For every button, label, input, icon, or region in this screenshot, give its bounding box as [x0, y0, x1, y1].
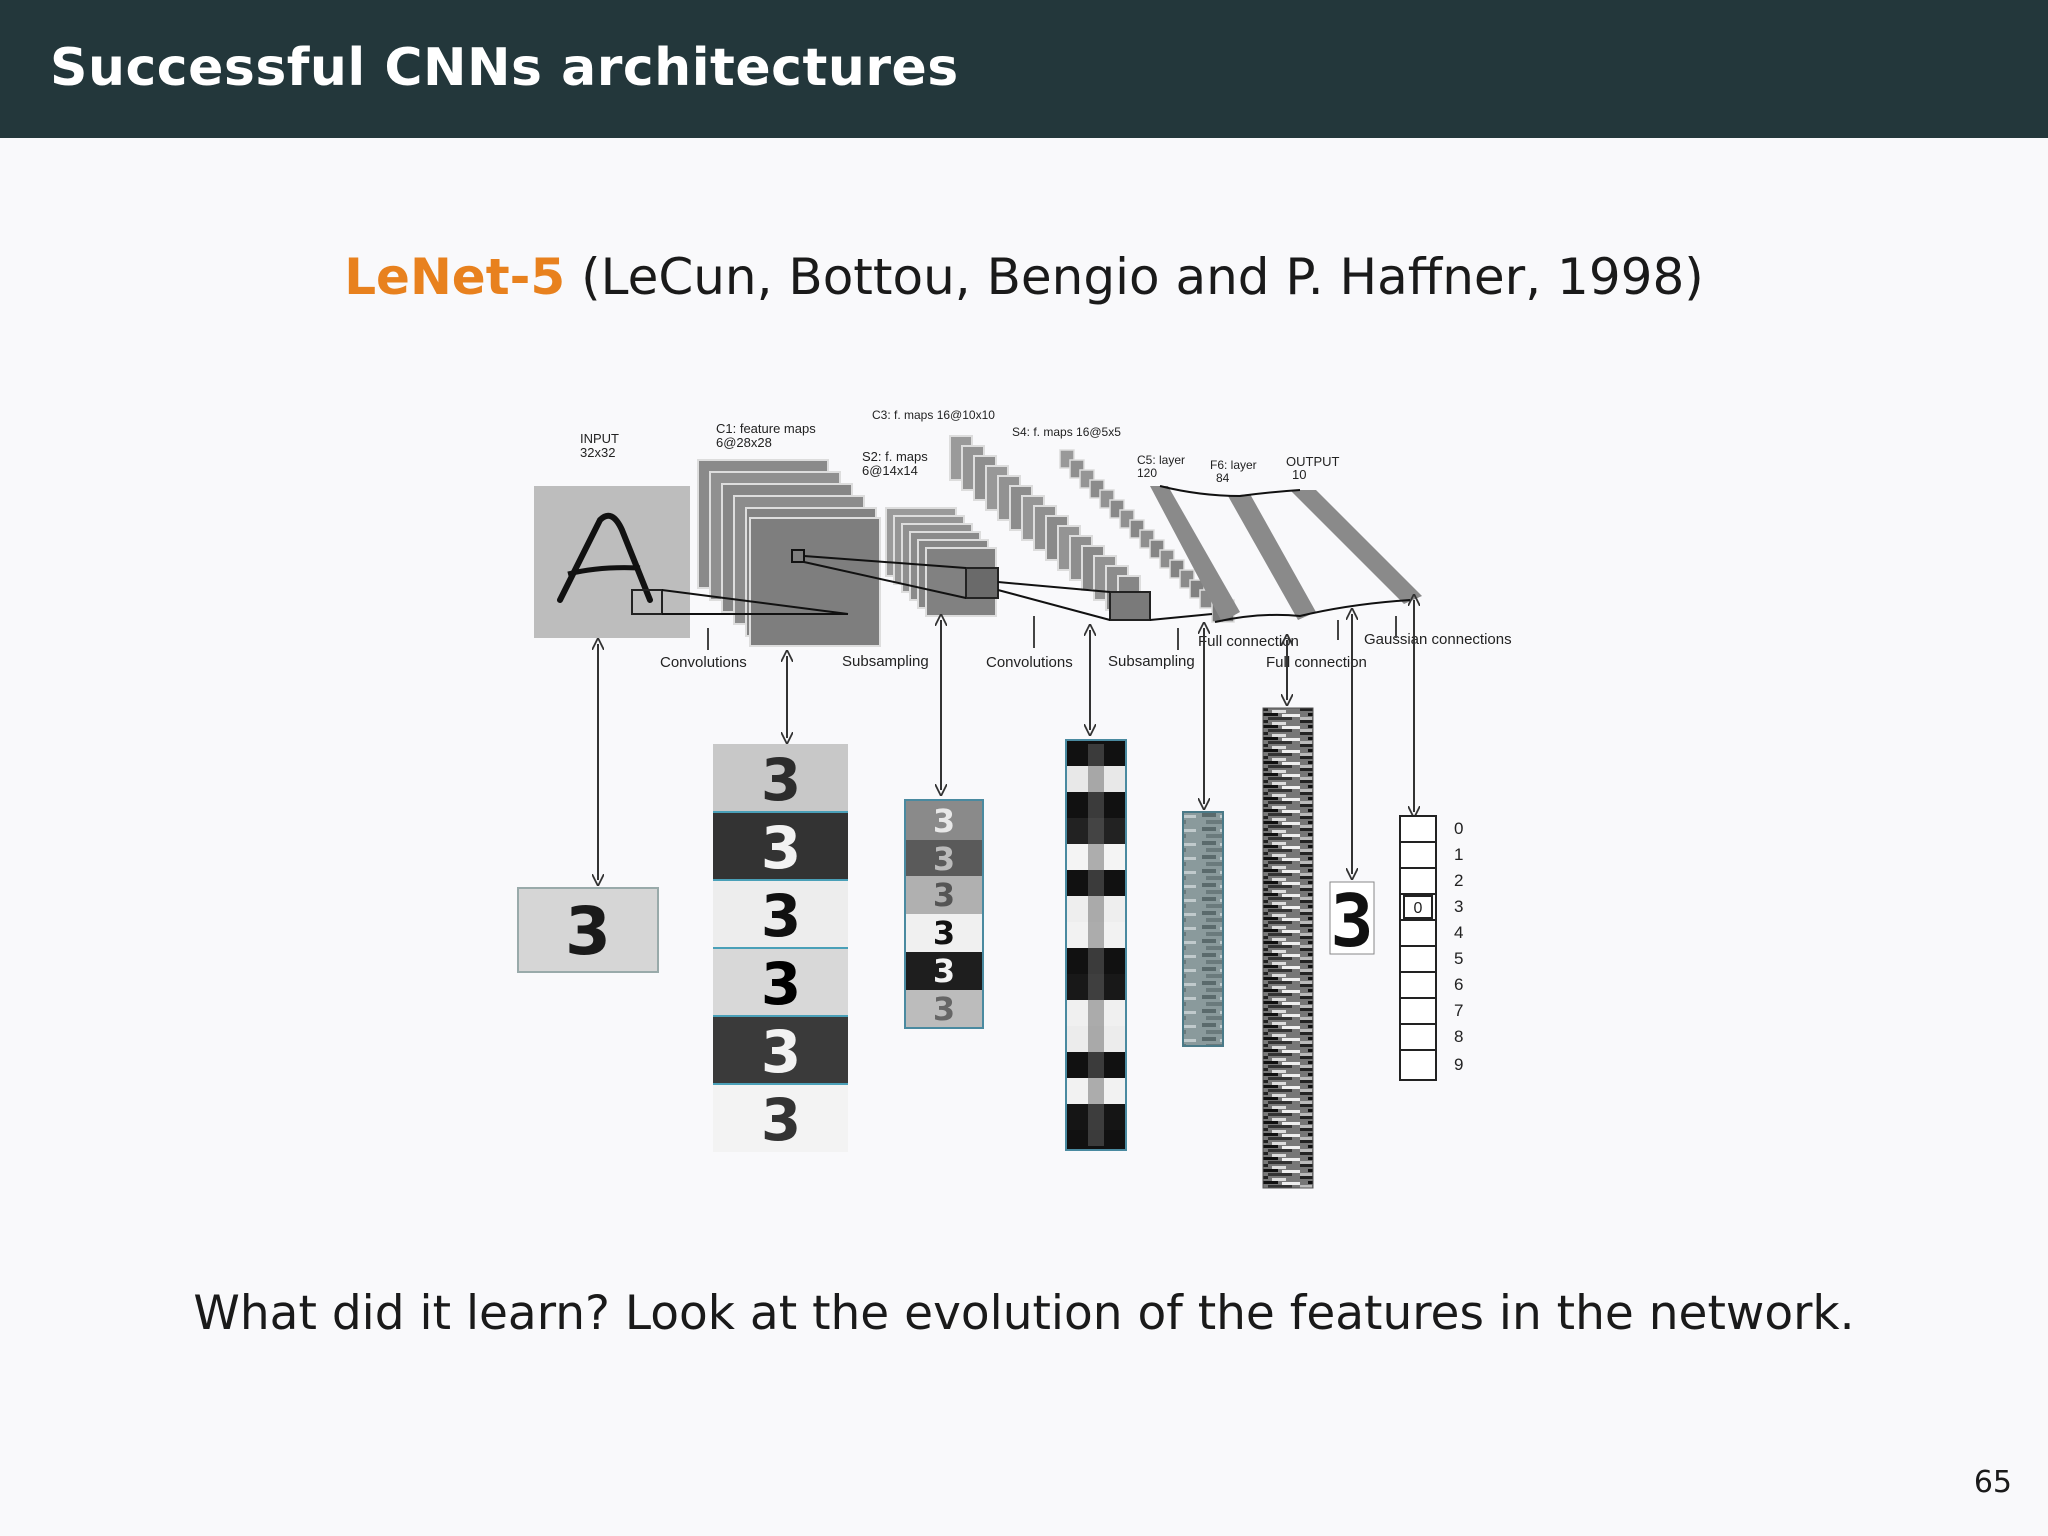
s2-activation-digit: 3 — [933, 802, 955, 840]
c5-label: C5: layer — [1137, 453, 1185, 467]
op-gaussian-connections: Gaussian connections — [1364, 631, 1512, 648]
c1-size-label: 6@28x28 — [716, 435, 772, 450]
subtitle: LeNet-5 (LeCun, Bottou, Bengio and P. Ha… — [0, 248, 2048, 306]
f6-output: 3 — [1329, 879, 1375, 963]
f6-size-label: 84 — [1216, 471, 1230, 485]
c3-label: C3: f. maps 16@10x10 — [872, 408, 995, 422]
c1-activation-digit: 3 — [761, 882, 801, 950]
output-digit-label: 8 — [1454, 1027, 1463, 1046]
page-number: 65 — [1973, 1465, 2012, 1500]
fully-connected-layers — [1150, 485, 1422, 623]
subtitle-highlight: LeNet-5 — [344, 248, 566, 306]
output-digit-label: 4 — [1454, 923, 1463, 942]
output-size-label: 10 — [1292, 467, 1306, 482]
s2-activation-digit: 3 — [933, 952, 955, 990]
output-digit-label: 2 — [1454, 871, 1463, 890]
s2-activation-digit: 3 — [933, 876, 955, 914]
s4-label: S4: f. maps 16@5x5 — [1012, 425, 1121, 439]
s2-activation-digit: 3 — [933, 914, 955, 952]
s2-size-label: 6@14x14 — [862, 463, 918, 478]
question-text: What did it learn? Look at the evolution… — [193, 1286, 1855, 1341]
feature-arrows — [598, 600, 1414, 880]
op-subsampling-2: Subsampling — [1108, 653, 1195, 670]
output-cells: 0 0 1 2 3 4 5 6 7 8 9 — [1399, 815, 1463, 1081]
s2-activation-digit: 3 — [933, 990, 955, 1028]
output-label: OUTPUT — [1286, 454, 1340, 469]
c1-activation-digit: 3 — [761, 814, 801, 882]
c5-size-label: 120 — [1137, 466, 1157, 480]
c1-activation-digit: 3 — [761, 950, 801, 1018]
c1-activation-digit: 3 — [761, 1086, 801, 1154]
c1-activation-digit: 3 — [761, 746, 801, 814]
output-digit-label: 6 — [1454, 975, 1463, 994]
s2-label: S2: f. maps — [862, 449, 928, 464]
output-digit-label: 0 — [1454, 819, 1463, 838]
f6-output-digit: 3 — [1330, 879, 1373, 963]
s4-activations — [1182, 811, 1224, 1047]
c1-feature-maps — [661, 459, 881, 647]
input-sample: 3 — [517, 887, 659, 973]
output-digit-label: 7 — [1454, 1001, 1463, 1020]
output-digit-label: 9 — [1454, 1055, 1463, 1074]
input-label: INPUT — [580, 431, 619, 446]
c3-activations — [1065, 739, 1127, 1151]
slide-title: Successful CNNs architectures — [50, 38, 959, 98]
operation-ticks — [707, 616, 1397, 650]
slide-header: Successful CNNs architectures — [0, 0, 2048, 138]
c3-feature-maps — [949, 435, 1151, 621]
output-digit-label: 3 — [1454, 897, 1463, 916]
input-size-label: 32x32 — [580, 445, 615, 460]
s2-activation-digit: 3 — [933, 840, 955, 878]
op-full-connection-1: Full connection — [1198, 633, 1299, 650]
op-subsampling-1: Subsampling — [842, 653, 929, 670]
output-active-value: 0 — [1414, 900, 1423, 917]
c5-activations — [1262, 707, 1314, 1189]
c1-label: C1: feature maps — [716, 421, 816, 436]
output-digit-label: 5 — [1454, 949, 1463, 968]
op-convolutions-2: Convolutions — [986, 654, 1073, 671]
input-sample-digit: 3 — [565, 893, 611, 970]
op-convolutions-1: Convolutions — [660, 654, 747, 671]
s2-activations: 3 3 3 3 3 3 — [904, 799, 984, 1029]
input-layer — [534, 486, 690, 638]
subtitle-citation: (LeCun, Bottou, Bengio and P. Haffner, 1… — [581, 248, 1704, 306]
c1-activations: 3 3 3 3 3 3 — [713, 744, 848, 1154]
c1-activation-digit: 3 — [761, 1018, 801, 1086]
output-digit-label: 1 — [1454, 845, 1463, 864]
s2-feature-maps — [803, 507, 999, 617]
f6-label: F6: layer — [1210, 458, 1257, 472]
